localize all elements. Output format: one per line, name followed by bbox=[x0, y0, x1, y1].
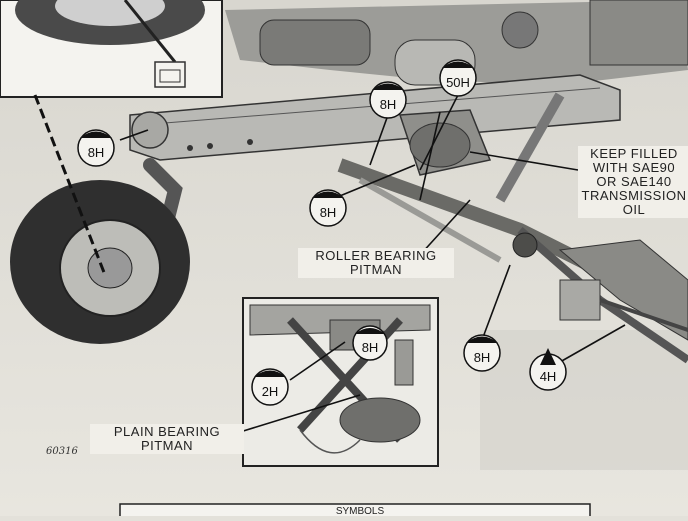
keep-filled-line-3: OR SAE140 bbox=[596, 174, 672, 189]
badge-8h-left-label: 8H bbox=[88, 145, 105, 160]
keep-filled-line-2: WITH SAE90 bbox=[592, 160, 676, 175]
badge-2h-inset: 2H bbox=[251, 368, 289, 406]
wheel-detail-inset bbox=[0, 0, 223, 98]
roller-bearing-line-1: ROLLER BEARING bbox=[315, 248, 437, 263]
oil-can-icon bbox=[466, 336, 498, 343]
badge-8h-top-label: 8H bbox=[380, 97, 397, 112]
keep-filled-line-4: TRANSMISSION bbox=[581, 188, 687, 203]
keep-filled-callout: KEEP FILLED WITH SAE90 OR SAE140 TRANSMI… bbox=[578, 146, 688, 218]
badge-8h-inset: 8H bbox=[352, 325, 388, 361]
badge-8h-inset-label: 8H bbox=[362, 340, 379, 355]
oil-can-icon bbox=[254, 370, 286, 377]
plain-bearing-line-1: PLAIN BEARING bbox=[113, 424, 221, 439]
oil-can-icon bbox=[312, 191, 344, 198]
symbols-title: SYMBOLS bbox=[335, 506, 385, 517]
badge-8h-mid-label: 8H bbox=[320, 205, 337, 220]
grease-gun-icon bbox=[540, 348, 556, 365]
roller-bearing-callout: ROLLER BEARING PITMAN bbox=[298, 248, 454, 278]
badge-8h-mid: 8H bbox=[309, 189, 347, 227]
caster-wheel bbox=[10, 94, 190, 344]
figure-code: 60316 bbox=[46, 446, 78, 457]
badge-8h-left: 8H bbox=[77, 129, 115, 167]
keep-filled-line-5: OIL bbox=[622, 202, 646, 217]
oil-can-icon bbox=[442, 61, 474, 68]
badge-8h-top: 8H bbox=[369, 81, 407, 119]
badge-8h-right-label: 8H bbox=[474, 350, 491, 365]
badge-8h-right: 8H bbox=[463, 334, 501, 372]
engine-block bbox=[225, 0, 688, 86]
oil-can-icon bbox=[355, 328, 385, 334]
badge-4h: 4H bbox=[529, 348, 567, 391]
badge-50h-label: 50H bbox=[446, 75, 470, 90]
main-frame-beam bbox=[129, 74, 621, 161]
badge-4h-label: 4H bbox=[540, 369, 557, 384]
pitman-linkage bbox=[337, 92, 688, 364]
roller-bearing-line-2: PITMAN bbox=[349, 262, 403, 277]
keep-filled-line-1: KEEP FILLED bbox=[590, 146, 678, 161]
leader-lines bbox=[119, 94, 626, 433]
plain-bearing-line-2: PITMAN bbox=[140, 438, 194, 453]
oil-can-icon bbox=[372, 83, 404, 90]
oil-can-icon bbox=[80, 131, 112, 138]
badge-50h: 50H bbox=[439, 59, 477, 97]
gear-box bbox=[398, 109, 492, 176]
badge-2h-inset-label: 2H bbox=[262, 384, 279, 399]
plain-bearing-callout: PLAIN BEARING PITMAN bbox=[90, 424, 244, 454]
